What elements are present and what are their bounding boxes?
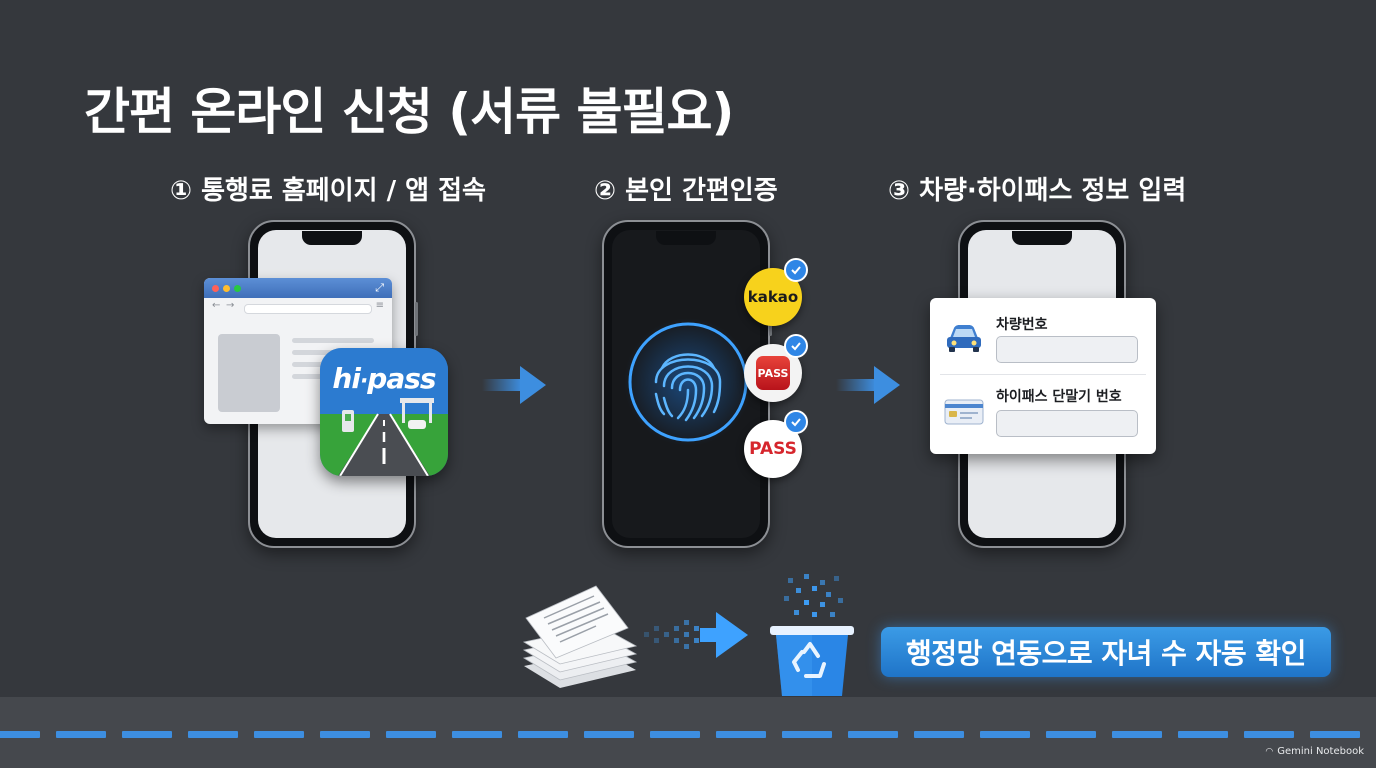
road-dash [1112, 731, 1162, 738]
watermark-text: Gemini Notebook [1277, 746, 1364, 757]
recycle-bin-icon [770, 574, 854, 696]
step-arrow-icon [482, 366, 546, 404]
hipass-logo-text: hi·pass [332, 362, 436, 395]
road-dash [320, 731, 370, 738]
banner-text: 행정망 연동으로 자녀 수 자동 확인 [906, 637, 1306, 670]
road-dash [452, 731, 502, 738]
hipass-card-icon [944, 399, 984, 425]
browser-url-bar [244, 304, 372, 314]
vehicle-info-form-card: 차량번호 하이패스 단말기 번호 [930, 298, 1156, 454]
browser-nav-bar: ← → ≡ [204, 300, 392, 314]
road-dash [254, 731, 304, 738]
road-dash [650, 731, 700, 738]
page-title: 간편 온라인 신청 (서류 불필요) [84, 83, 734, 141]
text-line [292, 338, 374, 343]
paper-documents-icon [522, 585, 638, 688]
phone-notch [1012, 231, 1072, 245]
road-dash [782, 731, 832, 738]
road-dash [1244, 731, 1294, 738]
road-dash [188, 731, 238, 738]
road-dash [914, 731, 964, 738]
kakao-label: kakao [747, 288, 799, 306]
digital-transfer-arrow-icon [644, 612, 748, 658]
road-dash [716, 731, 766, 738]
vehicle-number-label: 차량번호 [996, 317, 1048, 333]
browser-title-bar: ⤢ [204, 278, 392, 298]
step-2-title: ② 본인 간편인증 [594, 176, 778, 206]
road-dash [1310, 731, 1360, 738]
road-dash [122, 731, 172, 738]
browser-minimize-dot [223, 285, 230, 292]
road-dash [848, 731, 898, 738]
road-dash [1046, 731, 1096, 738]
hipass-illustration [320, 348, 448, 476]
check-icon [784, 410, 808, 434]
phone-notch [656, 231, 716, 245]
gemini-logo-icon: ◠ [1265, 746, 1274, 757]
road-dash [56, 731, 106, 738]
road-dash [0, 731, 40, 738]
road-dash [518, 731, 568, 738]
pass-app-icon: PASS [756, 356, 790, 390]
menu-icon: ≡ [375, 300, 384, 311]
check-icon [784, 334, 808, 358]
forward-arrow-icon: → [226, 300, 235, 311]
browser-close-dot [212, 285, 219, 292]
check-icon [784, 258, 808, 282]
car-icon [947, 325, 981, 352]
hipass-device-number-input[interactable] [996, 410, 1138, 437]
image-placeholder [218, 334, 280, 412]
road-dash [386, 731, 436, 738]
pass-label: PASS [749, 439, 797, 459]
fingerprint-icon [624, 318, 752, 446]
phone-side-button [415, 302, 418, 336]
hipass-device-number-label: 하이패스 단말기 번호 [996, 389, 1122, 405]
auto-verification-banner: 행정망 연동으로 자녀 수 자동 확인 [881, 627, 1331, 677]
step-3-title: ③ 차량·하이패스 정보 입력 [888, 176, 1187, 206]
watermark: ◠ Gemini Notebook [1265, 746, 1364, 757]
back-arrow-icon: ← [212, 300, 221, 311]
expand-icon: ⤢ [375, 281, 384, 294]
phone-notch [302, 231, 362, 245]
step-arrow-icon [836, 366, 900, 404]
form-divider [940, 374, 1146, 375]
road-dash [1178, 731, 1228, 738]
road-dash [584, 731, 634, 738]
hipass-app-icon: hi·pass [320, 348, 448, 476]
road-dash [980, 731, 1030, 738]
vehicle-number-input[interactable] [996, 336, 1138, 363]
browser-maximize-dot [234, 285, 241, 292]
step-1-title: ① 통행료 홈페이지 / 앱 접속 [170, 176, 486, 206]
